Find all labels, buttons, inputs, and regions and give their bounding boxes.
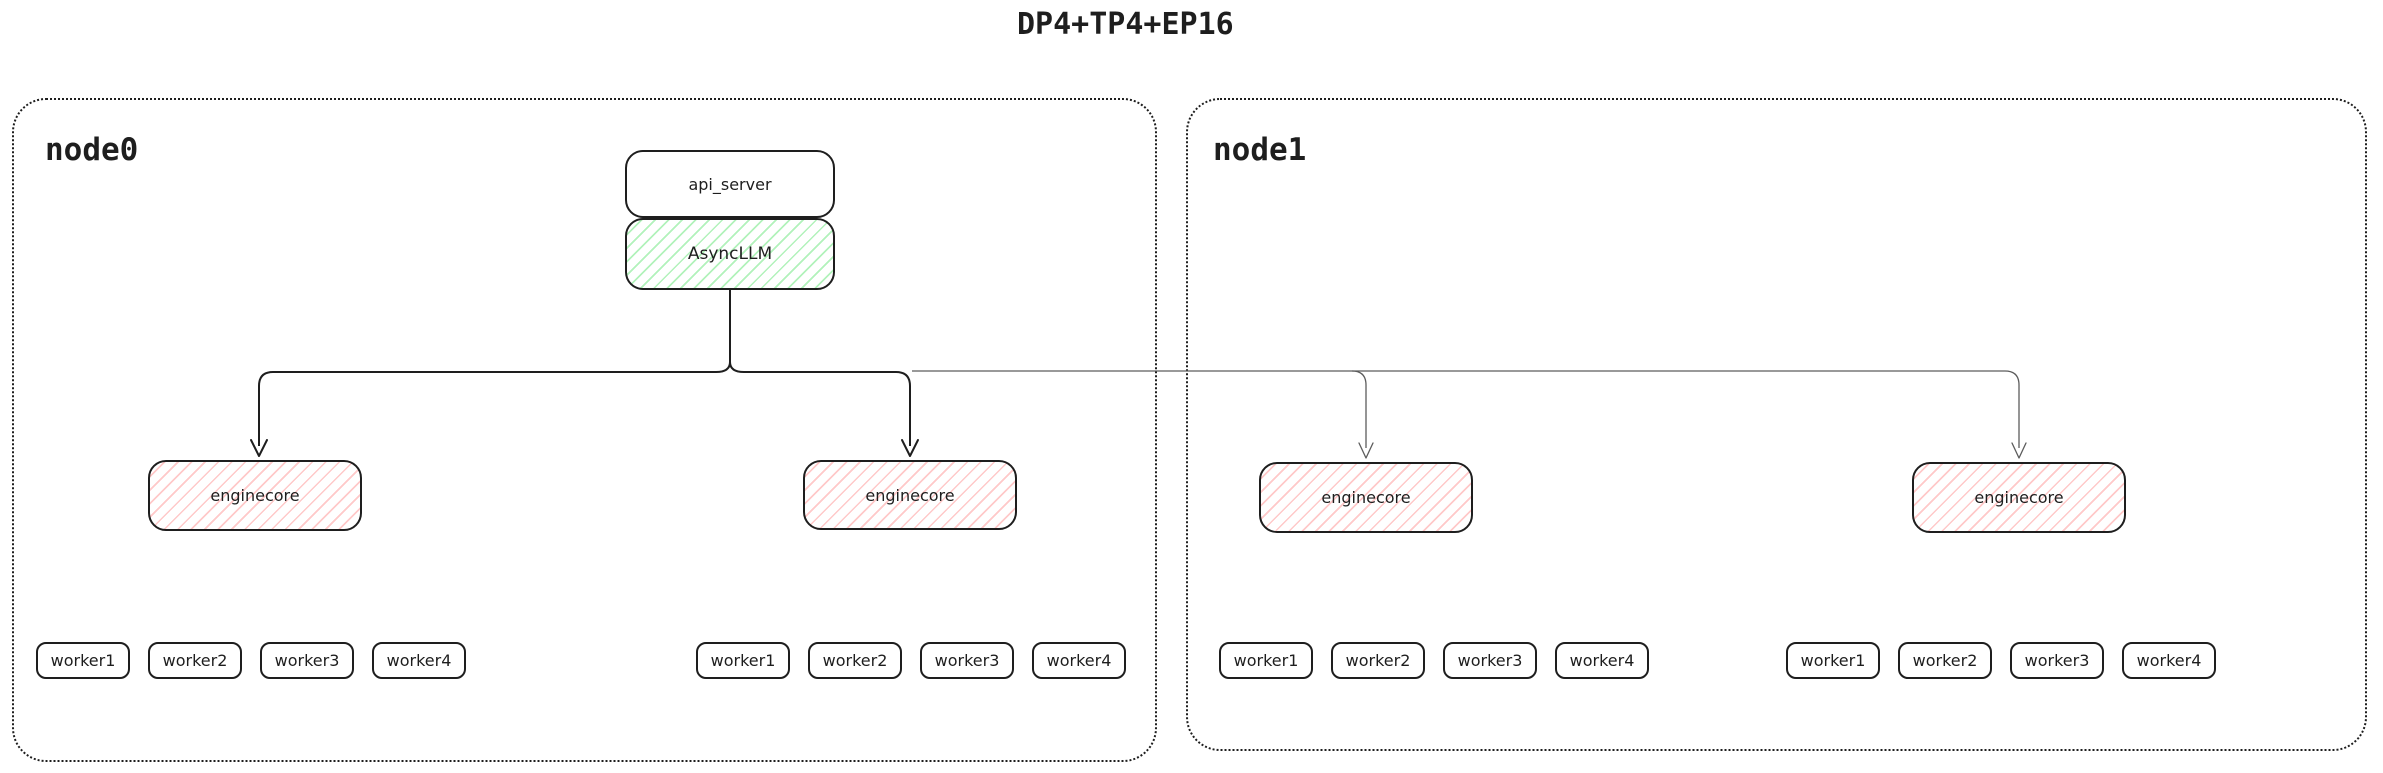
worker-label: worker4 — [2136, 651, 2202, 670]
node0-label: node0 — [45, 132, 139, 168]
worker-label: worker2 — [1345, 651, 1411, 670]
worker-box: worker1 — [696, 642, 790, 679]
enginecore-label: enginecore — [865, 485, 955, 505]
enginecore-box-3: enginecore — [1259, 462, 1473, 533]
node1-label: node1 — [1213, 132, 1307, 168]
worker-box: worker2 — [1331, 642, 1425, 679]
worker-box: worker4 — [1032, 642, 1126, 679]
worker-label: worker2 — [822, 651, 888, 670]
enginecore-label: enginecore — [1974, 488, 2064, 507]
worker-box: worker4 — [2122, 642, 2216, 679]
worker-label: worker1 — [1233, 651, 1299, 670]
enginecore-box-2: enginecore — [803, 460, 1017, 530]
worker-label: worker3 — [2024, 651, 2090, 670]
worker-box: worker1 — [1219, 642, 1313, 679]
worker-label: worker4 — [1046, 651, 1112, 670]
api-server-label: api_server — [688, 174, 772, 194]
worker-box: worker1 — [36, 642, 130, 679]
enginecore-box-1: enginecore — [148, 460, 362, 531]
worker-box: worker3 — [2010, 642, 2104, 679]
worker-label: worker1 — [710, 651, 776, 670]
worker-box: worker2 — [148, 642, 242, 679]
worker-box: worker3 — [260, 642, 354, 679]
worker-label: worker4 — [386, 651, 452, 670]
worker-label: worker1 — [1800, 651, 1866, 670]
worker-box: worker3 — [1443, 642, 1537, 679]
worker-box: worker3 — [920, 642, 1014, 679]
worker-box: worker2 — [808, 642, 902, 679]
worker-label: worker4 — [1569, 651, 1635, 670]
worker-box: worker4 — [1555, 642, 1649, 679]
enginecore-box-4: enginecore — [1912, 462, 2126, 533]
worker-label: worker2 — [1912, 651, 1978, 670]
worker-box: worker4 — [372, 642, 466, 679]
worker-label: worker1 — [50, 651, 116, 670]
asyncllm-label: AsyncLLM — [687, 244, 773, 264]
api-server-box: api_server — [625, 150, 835, 218]
worker-label: worker3 — [934, 651, 1000, 670]
worker-box: worker1 — [1786, 642, 1880, 679]
enginecore-label: enginecore — [210, 486, 300, 505]
diagram-title: DP4+TP4+EP16 — [1017, 7, 1234, 42]
enginecore-label: enginecore — [1321, 488, 1411, 507]
worker-label: worker3 — [274, 651, 340, 670]
worker-label: worker2 — [162, 651, 228, 670]
worker-label: worker3 — [1457, 651, 1523, 670]
worker-box: worker2 — [1898, 642, 1992, 679]
asyncllm-box: AsyncLLM — [625, 218, 835, 290]
